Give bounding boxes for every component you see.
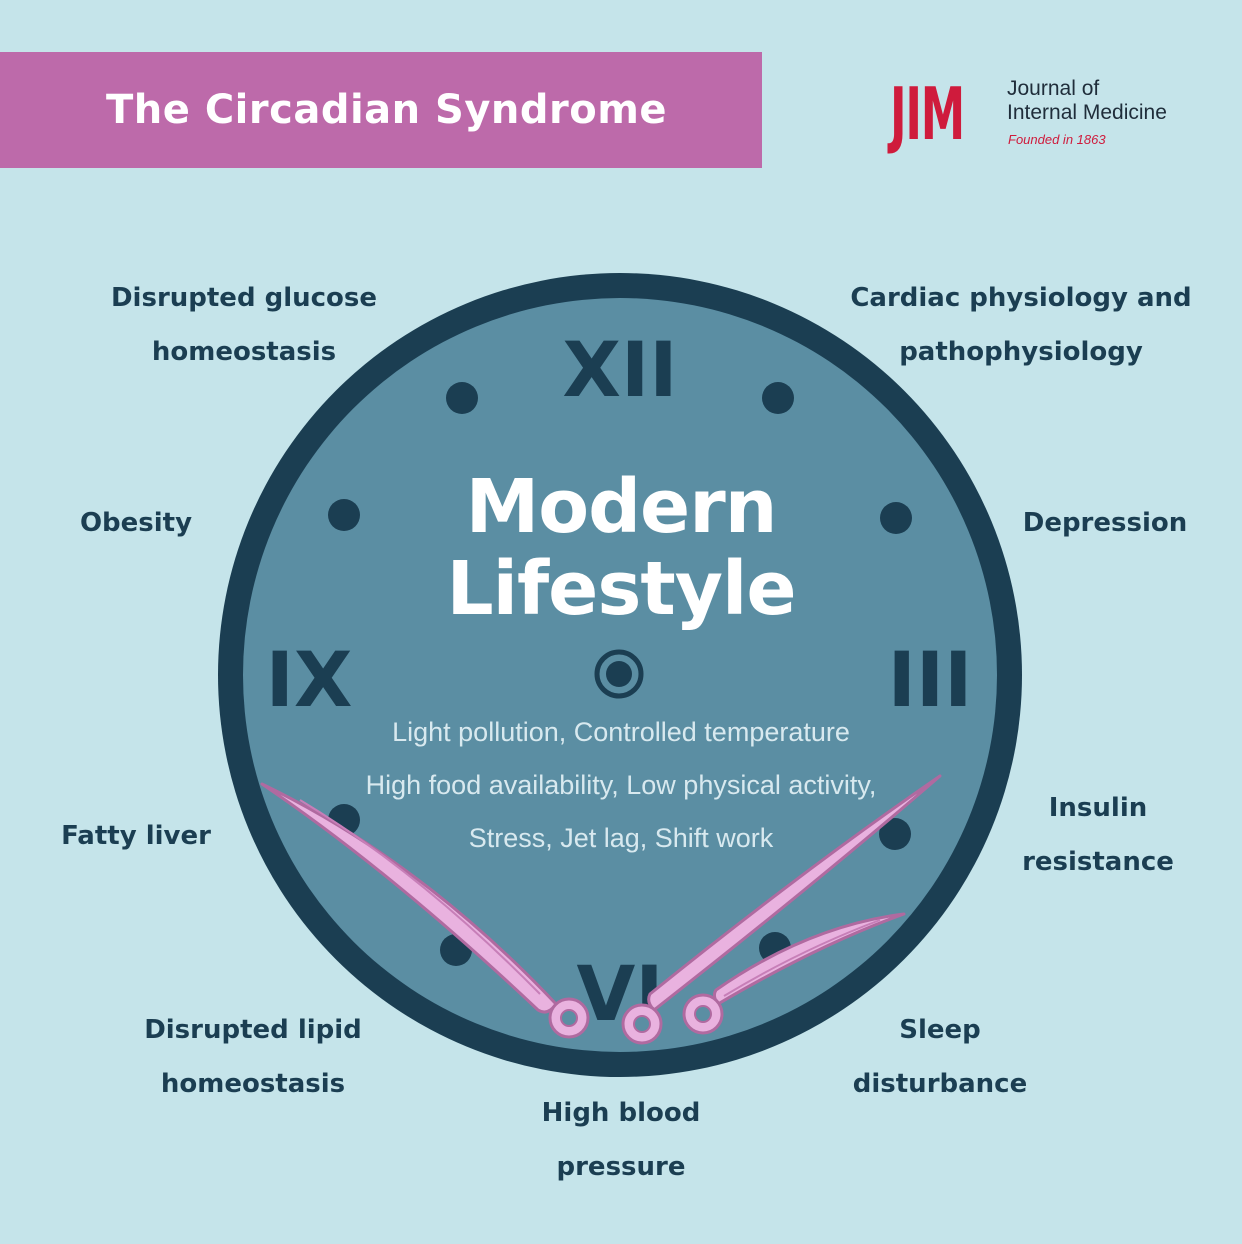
label-disrupted-lipid: Disrupted lipid homeostasis xyxy=(128,1003,378,1111)
label-obesity: Obesity xyxy=(56,496,216,550)
label-insulin-resistance: Insulin resistance xyxy=(1008,781,1188,889)
label-line: Cardiac physiology and xyxy=(850,283,1192,313)
label-disrupted-glucose: Disrupted glucose homeostasis xyxy=(94,271,394,379)
label-line: Depression xyxy=(1022,508,1188,538)
label-high-blood-pressure: High blood pressure xyxy=(520,1086,722,1194)
clock-hand-right-long xyxy=(647,774,942,1012)
numeral-ix: IX xyxy=(266,635,353,724)
label-sleep-disturbance: Sleep disturbance xyxy=(846,1003,1034,1111)
logo-journal-line1: Journal of xyxy=(1007,77,1100,100)
label-line: pathophysiology xyxy=(899,337,1143,367)
page-title: The Circadian Syndrome xyxy=(106,87,668,133)
hand-pivot-left-hole xyxy=(560,1009,578,1027)
clock-hand-right-short-midline xyxy=(723,919,881,997)
logo-founded: Founded in 1863 xyxy=(1008,132,1106,147)
label-line: resistance xyxy=(1022,847,1174,877)
label-line: disturbance xyxy=(852,1069,1028,1099)
label-line: homeostasis xyxy=(160,1069,346,1099)
center-pivot xyxy=(606,661,632,687)
clock-hand-left xyxy=(260,782,558,1014)
label-line: Sleep xyxy=(899,1015,981,1045)
clock-hand-left-midline xyxy=(299,799,541,995)
logo-mark: JIM xyxy=(890,72,965,156)
center-title-line2: Lifestyle xyxy=(446,546,796,632)
hour-dot-11 xyxy=(446,382,478,414)
label-line: homeostasis xyxy=(151,337,337,367)
label-depression: Depression xyxy=(1010,496,1200,550)
logo-journal-line2: Internal Medicine xyxy=(1007,101,1167,124)
hour-dot-2 xyxy=(880,502,912,534)
hand-pivot-right-hole xyxy=(694,1005,712,1023)
numeral-xii: XII xyxy=(562,325,677,414)
center-title-line1: Modern xyxy=(465,464,778,550)
label-fatty-liver: Fatty liver xyxy=(50,809,222,863)
label-cardiac: Cardiac physiology and pathophysiology xyxy=(850,271,1192,379)
hand-pivot-middle-hole xyxy=(633,1015,651,1033)
journal-logo: JIM Journal of Internal Medicine Founded… xyxy=(890,76,1190,156)
label-line: High blood xyxy=(541,1098,701,1128)
clock-hand-right-short xyxy=(712,912,906,1006)
hour-dot-1 xyxy=(762,382,794,414)
label-line: pressure xyxy=(556,1152,686,1182)
label-line: Obesity xyxy=(79,508,193,538)
factor-line-1: Light pollution, Controlled temperature xyxy=(392,717,850,747)
factor-line-2: High food availability, Low physical act… xyxy=(365,770,877,800)
factor-line-3: Stress, Jet lag, Shift work xyxy=(468,823,774,853)
label-line: Disrupted glucose xyxy=(110,283,378,313)
label-line: Disrupted lipid xyxy=(144,1015,362,1045)
title-banner: The Circadian Syndrome xyxy=(0,52,762,168)
numeral-iii: III xyxy=(888,635,973,724)
label-line: Insulin xyxy=(1048,793,1148,823)
label-line: Fatty liver xyxy=(61,821,211,851)
center-ring xyxy=(594,649,644,699)
hour-dot-4 xyxy=(879,818,911,850)
hour-dot-10 xyxy=(328,499,360,531)
